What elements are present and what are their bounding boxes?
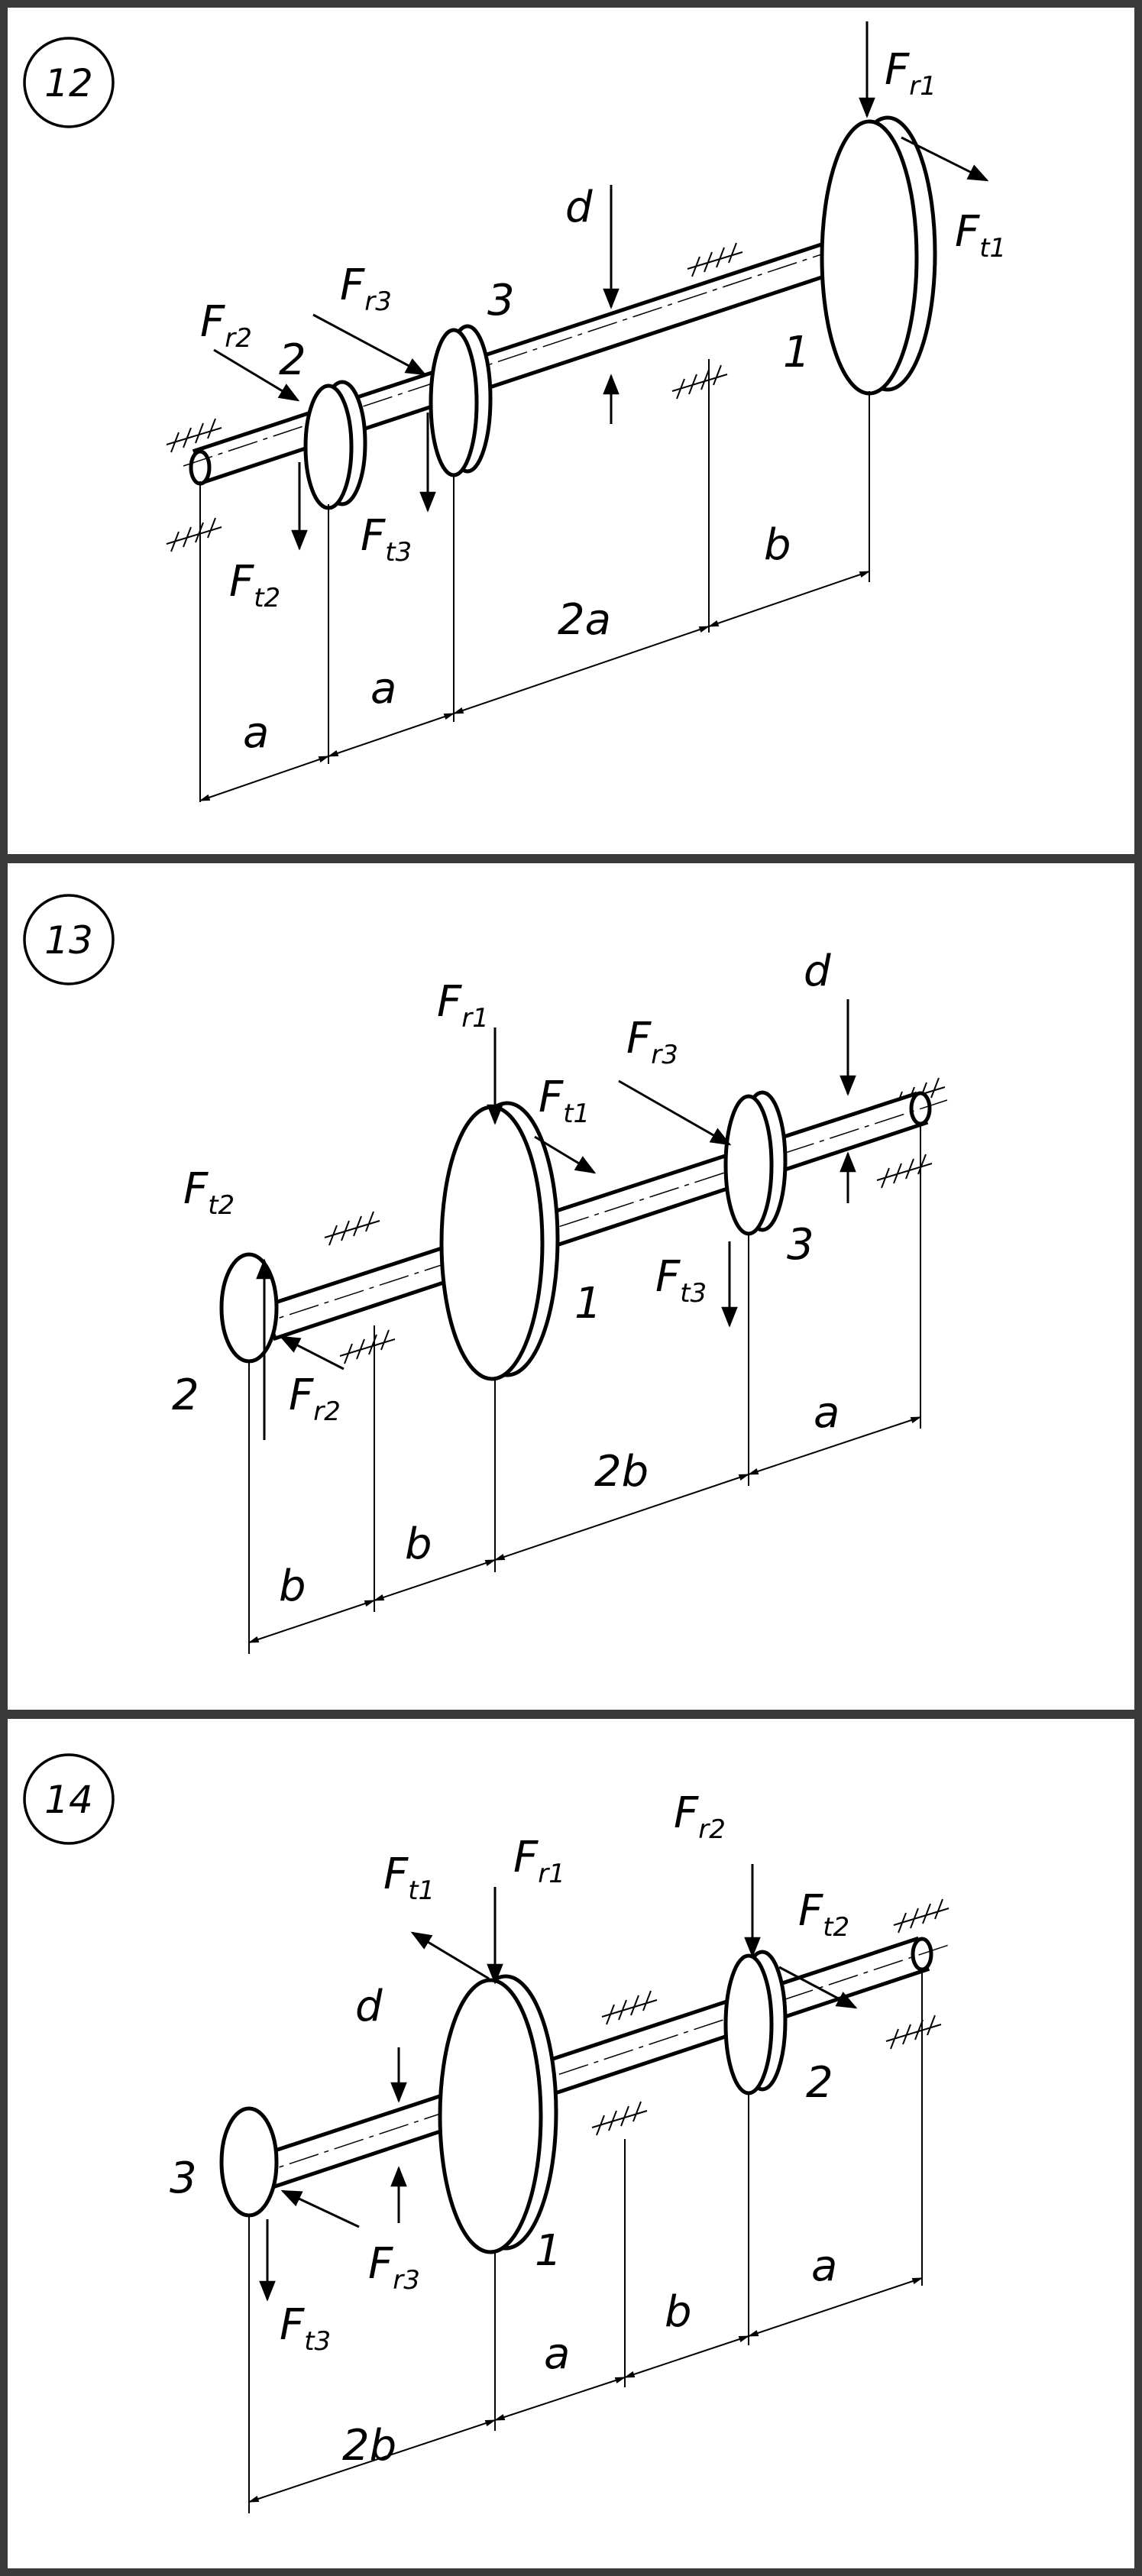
label-fr1: Fr1 (437, 977, 489, 1034)
panel-number-badge (23, 1753, 115, 1845)
force-arrow-ft1 (410, 1931, 490, 1980)
dimension-label-2: a (370, 664, 396, 714)
dimension-line-3 (623, 2335, 750, 2378)
dimension-line-1 (247, 1600, 376, 1643)
disk-3 (219, 2106, 279, 2218)
label-ft2: Ft2 (798, 1886, 849, 1943)
force-arrow-fr2 (213, 348, 300, 402)
label-fr2: Fr2 (289, 1371, 341, 1427)
label-fr3: Fr3 (626, 1014, 678, 1070)
label-ft1: Ft1 (539, 1073, 590, 1129)
panel-number: 14 (44, 1778, 93, 1822)
label-ft1: Ft1 (383, 1849, 435, 1906)
panel-14: 14 (0, 1711, 1142, 2576)
dimension-line-4 (747, 1416, 922, 1475)
dimension-line-2 (373, 1559, 497, 1601)
panel-frame (0, 1711, 1142, 2576)
label-fr3: Fr3 (368, 2239, 420, 2296)
dimension-label-1: a (243, 708, 269, 758)
dimension-line-2 (327, 713, 455, 757)
dimension-line-1 (247, 2419, 497, 2503)
label-ft1: Ft1 (955, 207, 1006, 264)
label-ft3: Ft3 (655, 1252, 707, 1309)
label-diameter: d (355, 1982, 383, 2031)
label-fr1: Fr1 (885, 45, 937, 102)
label-fr2: Fr2 (674, 1788, 726, 1845)
disk-1 (439, 1101, 560, 1381)
label-fr2: Fr2 (200, 297, 252, 354)
shaft-end (189, 449, 212, 486)
force-arrow-fr3 (280, 2189, 360, 2228)
force-arrow-fr3 (618, 1079, 732, 1146)
dimension-line-2 (493, 2377, 626, 2421)
label-ft3: Ft3 (361, 511, 412, 568)
disk-3 (429, 324, 493, 477)
label-disk-1: 1 (783, 328, 810, 377)
label-fr1: Fr1 (513, 1833, 565, 1889)
label-disk-3: 3 (487, 276, 515, 325)
shaft-axis (244, 1943, 952, 2180)
panel-frame (0, 856, 1142, 1717)
dimension-line-3 (493, 1474, 750, 1561)
label-fr3: Fr3 (340, 261, 392, 317)
dimension-label-3: 2a (558, 595, 611, 645)
disk-1 (438, 1974, 558, 2254)
dimension-label-4: a (811, 2241, 837, 2291)
label-diameter: d (565, 183, 593, 232)
extension-lines (199, 359, 870, 802)
label-ft2: Ft2 (229, 557, 280, 613)
bearing-support-right (671, 242, 743, 400)
force-arrow-ft2 (778, 1966, 858, 2009)
dimension-label-2: b (405, 1519, 432, 1569)
dimension-line-3 (452, 626, 710, 714)
disk-2 (723, 1950, 788, 2095)
panel-number-badge (23, 894, 115, 985)
label-disk-1: 1 (574, 1279, 602, 1328)
dimension-label-1: 2b (342, 2421, 396, 2471)
panel-number-badge (23, 37, 115, 128)
dimension-label-2: a (544, 2329, 570, 2379)
label-disk-1: 1 (535, 2226, 562, 2276)
extension-lines (248, 1969, 923, 2513)
shaft-axis (183, 228, 898, 467)
label-disk-2: 2 (806, 2058, 833, 2108)
dimension-label-4: a (814, 1388, 840, 1438)
label-diameter: d (804, 947, 831, 996)
bearing-support-left (324, 1211, 396, 1364)
panel-12: 12 (0, 0, 1142, 862)
disk-3 (723, 1090, 788, 1236)
disk-2 (219, 1252, 279, 1364)
panel-13: 13 (0, 856, 1142, 1717)
disk-1 (820, 115, 937, 396)
dimension-label-3: 2b (594, 1447, 649, 1497)
bearing-support-left (166, 418, 222, 552)
dimension-label-4: b (764, 520, 791, 570)
disk-2 (303, 380, 367, 510)
panel-number: 13 (44, 918, 93, 963)
shaft-axis (244, 1099, 948, 1330)
dimension-line-1 (199, 756, 330, 801)
bearing-support-middle (591, 1990, 658, 2136)
bearing-support-right (885, 1898, 950, 2050)
panel-number: 12 (44, 61, 93, 105)
label-ft3: Ft3 (280, 2300, 331, 2357)
label-disk-3: 3 (170, 2154, 197, 2203)
force-arrow-fr3 (312, 313, 427, 376)
label-disk-2: 2 (172, 1371, 199, 1420)
dimension-label-3: b (665, 2287, 692, 2337)
label-disk-3: 3 (787, 1220, 814, 1270)
force-arrow-fr2 (279, 1335, 345, 1371)
force-arrow-ft1 (901, 136, 989, 182)
force-arrow-ft1 (534, 1135, 597, 1174)
dimension-line-4 (747, 2277, 924, 2337)
label-disk-2: 2 (279, 335, 306, 385)
dimension-label-1: b (279, 1561, 306, 1611)
dimension-line-4 (707, 571, 871, 627)
panel-frame (0, 0, 1142, 862)
label-ft2: Ft2 (183, 1164, 235, 1221)
